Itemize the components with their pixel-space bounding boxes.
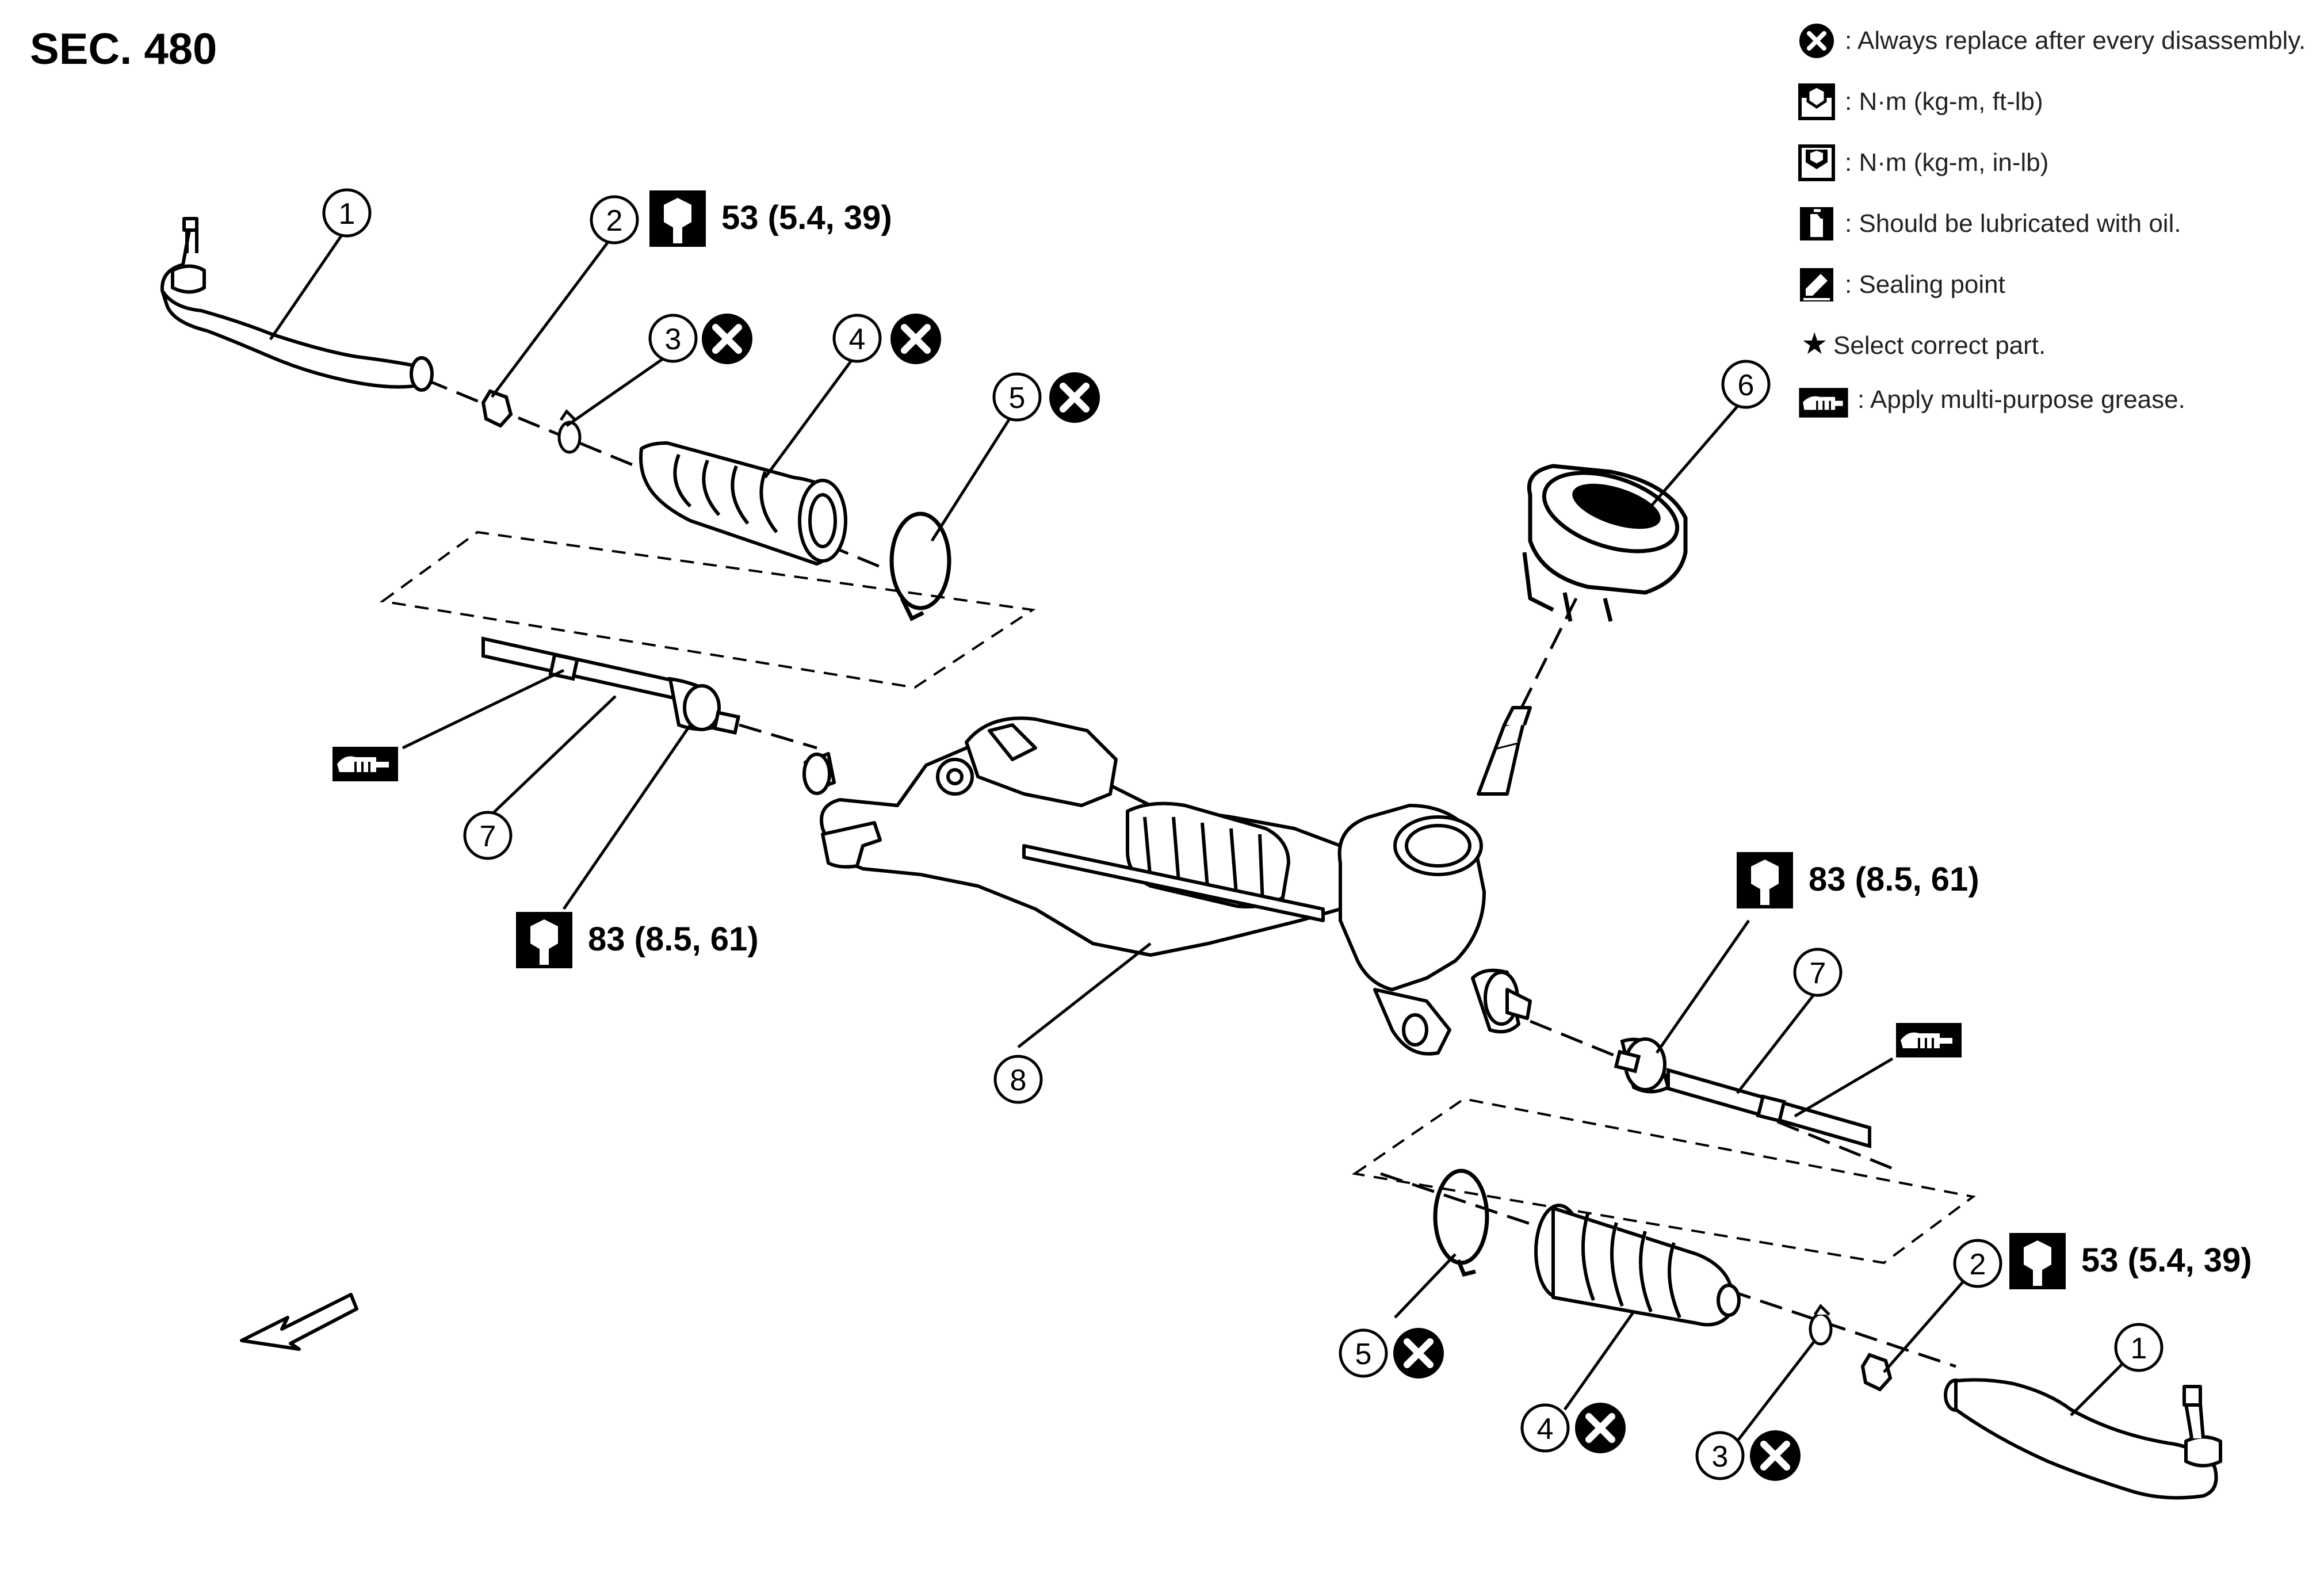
- callout-1-lower: 1: [2114, 1323, 2164, 1372]
- callout-7-left-label: 7: [480, 820, 496, 853]
- torque-icon-right-inner: [1738, 854, 1791, 907]
- legend-row-grease: : Apply multi-purpose grease.: [1798, 376, 2315, 437]
- replace-icon-3-lower: [1750, 1430, 1801, 1481]
- torque-value-lower-nut: 53 (5.4, 39): [2081, 1242, 2252, 1279]
- boot-right: [1534, 1204, 1741, 1327]
- callout-3-lower: 3: [1695, 1431, 1745, 1480]
- grease-icon-left: [331, 746, 399, 782]
- replace-icon-5-upper: [1049, 372, 1100, 423]
- callout-3-lower-label: 3: [1712, 1440, 1729, 1473]
- legend-text-sealing: : Sealing point: [1845, 270, 2005, 299]
- legend-row-torque-ftlb: : N·m (kg-m, ft-lb): [1798, 78, 2315, 139]
- boot-clamp-small-right: [1809, 1304, 1833, 1346]
- callout-7-left: 7: [463, 811, 513, 860]
- lock-nut-right: [1860, 1353, 1893, 1392]
- callout-4-lower: 4: [1520, 1403, 1570, 1453]
- replace-icon-3-upper: [702, 314, 752, 364]
- inner-socket-right: [1614, 1037, 1871, 1148]
- torque-value-right-inner: 83 (8.5, 61): [1809, 861, 1979, 898]
- callout-1-upper-label: 1: [339, 197, 356, 231]
- legend-text-torque-inlb: : N·m (kg-m, in-lb): [1845, 148, 2049, 177]
- outer-socket-right: [1944, 1378, 2222, 1500]
- inner-socket-left: [481, 636, 741, 735]
- legend-row-select: ★ Select correct part.: [1798, 322, 2315, 376]
- legend-text-replace: : Always replace after every disassembly…: [1845, 26, 2306, 55]
- leader-lines: [269, 229, 2130, 1442]
- callout-8-label: 8: [1010, 1064, 1027, 1097]
- dashed-boundary-lower-right: [1351, 1097, 1976, 1265]
- torque-icon-left-inner: [518, 914, 571, 967]
- callout-5-upper: 5: [992, 372, 1042, 422]
- callout-6-label: 6: [1738, 369, 1755, 402]
- boot-clamp-small-left: [557, 409, 582, 454]
- callout-5-upper-label: 5: [1009, 381, 1026, 415]
- legend-text-grease: : Apply multi-purpose grease.: [1857, 385, 2185, 414]
- torque-icon-lower-nut: [2011, 1235, 2064, 1288]
- callout-8: 8: [993, 1055, 1043, 1104]
- torque-icon-upper-nut: [651, 192, 704, 245]
- legend-row-sealing: : Sealing point: [1798, 261, 2315, 322]
- replace-icon-4-lower: [1575, 1403, 1626, 1453]
- dashed-boundary-upper-left: [379, 530, 1036, 689]
- torque-inlb-icon: [1798, 144, 1835, 181]
- front-direction-arrow-icon: [240, 1293, 358, 1351]
- boot-clamp-large-left: [889, 511, 951, 621]
- lock-nut-left: [481, 389, 513, 428]
- legend-text-torque-ftlb: : N·m (kg-m, ft-lb): [1845, 87, 2043, 116]
- legend-text-select: Select correct part.: [1833, 331, 2046, 360]
- legend-row-replace: : Always replace after every disassembly…: [1798, 17, 2315, 78]
- callout-3-upper-label: 3: [665, 323, 682, 356]
- callout-2-lower: 2: [1953, 1239, 2002, 1288]
- torque-ftlb-icon: [1798, 83, 1835, 120]
- callout-5-lower-label: 5: [1355, 1338, 1372, 1371]
- torque-value-upper-nut: 53 (5.4, 39): [721, 199, 892, 236]
- boot-left: [639, 441, 847, 566]
- grease-icon-right: [1895, 1022, 1963, 1059]
- column-hole-cover: [1522, 464, 1688, 622]
- replace-icon: [1799, 24, 1834, 58]
- grease-icon: [1799, 388, 1848, 418]
- oil-icon: [1800, 207, 1833, 240]
- callout-4-upper: 4: [832, 314, 882, 363]
- callout-1-upper: 1: [322, 188, 372, 238]
- star-icon: ★: [1801, 327, 1828, 361]
- legend-text-oil: : Should be lubricated with oil.: [1845, 209, 2181, 238]
- centerline-column: [1517, 597, 1578, 715]
- legend: : Always replace after every disassembly…: [1798, 17, 2315, 437]
- callout-2-upper-label: 2: [606, 204, 623, 238]
- steering-gear-assembly: [802, 706, 1532, 1056]
- callout-4-lower-label: 4: [1537, 1412, 1554, 1446]
- replace-icon-4-upper: [890, 314, 941, 364]
- torque-value-left-inner: 83 (8.5, 61): [588, 921, 759, 958]
- replace-icon-5-lower: [1393, 1328, 1444, 1379]
- section-title: SEC. 480: [30, 25, 217, 74]
- callout-6: 6: [1721, 360, 1771, 409]
- callout-4-upper-label: 4: [849, 323, 866, 356]
- callout-2-lower-label: 2: [1970, 1248, 1986, 1281]
- centerline-left-gear: [739, 723, 817, 750]
- callout-7-right: 7: [1793, 948, 1843, 997]
- legend-row-torque-inlb: : N·m (kg-m, in-lb): [1798, 139, 2315, 200]
- boot-clamp-large-right: [1433, 1169, 1489, 1277]
- callout-5-lower: 5: [1339, 1328, 1388, 1378]
- callout-2-upper: 2: [590, 195, 639, 245]
- outer-socket-left: [160, 217, 434, 392]
- callout-3-upper: 3: [648, 314, 698, 363]
- legend-row-oil: : Should be lubricated with oil.: [1798, 200, 2315, 261]
- sealing-icon: [1800, 268, 1833, 301]
- callout-1-lower-label: 1: [2131, 1332, 2147, 1365]
- callout-7-right-label: 7: [1810, 957, 1826, 990]
